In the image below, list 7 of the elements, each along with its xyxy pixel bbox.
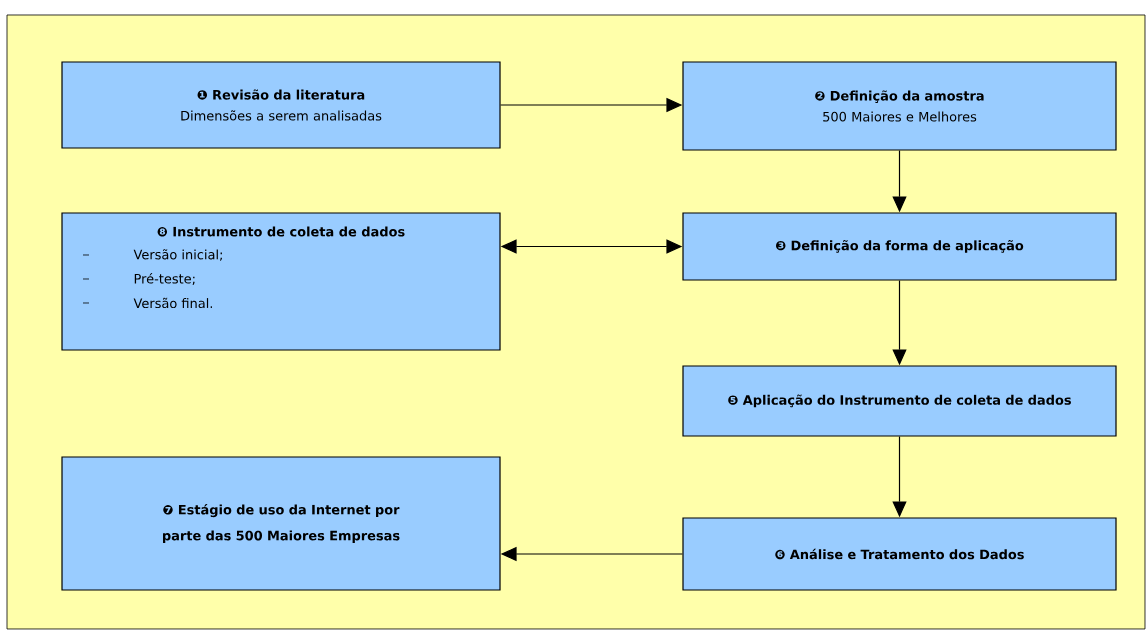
process-box: ❷ Definição da amostra 500 Maiores e Melhores xyxy=(682,61,1117,151)
process-box: ❺ Aplicação do Instrumento de coleta de dados xyxy=(682,365,1117,437)
process-box: ❶ Revisão da literatura Dimensões a serem analisadas xyxy=(61,61,501,149)
process-box: ❸ Definição da forma de aplicação xyxy=(682,212,1117,281)
process-box: ❽ Instrumento de coleta de dados Versão inicial; Pré-teste; Versão final. xyxy=(61,212,501,351)
process-box: ❻ Análise e Tratamento dos Dados xyxy=(682,517,1117,591)
process-box: ❼ Estágio de uso da Internet por parte das 500 Maiores Empresas xyxy=(61,456,501,591)
